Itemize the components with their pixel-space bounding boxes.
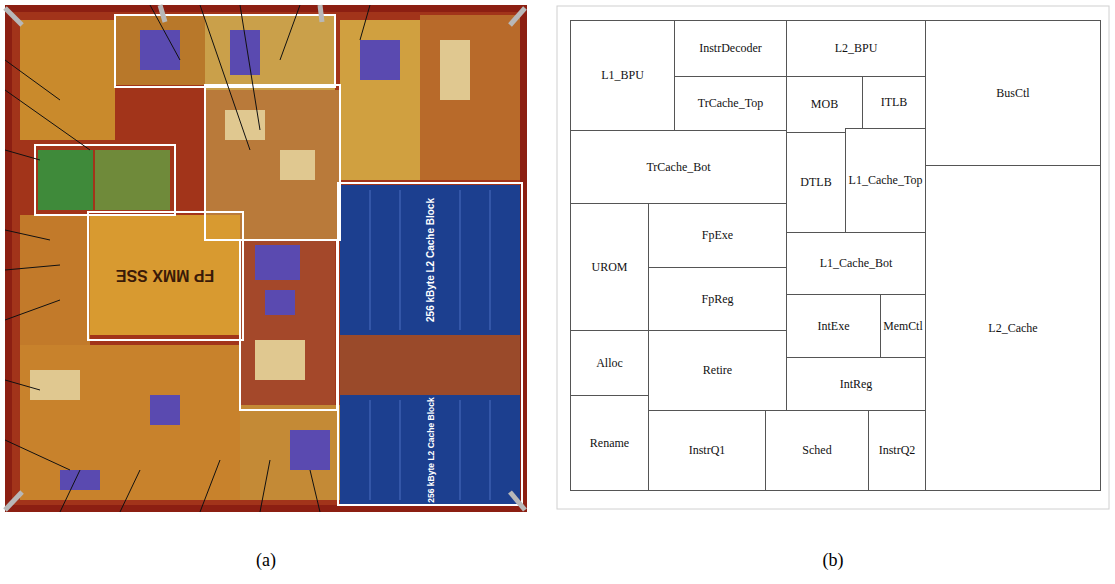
unit-name: 256 kByte L2 Cache Block (425, 397, 435, 502)
floorplan-block: L1_Cache_Top (845, 128, 926, 233)
unit-outlines (35, 15, 522, 505)
floorplan-block: InstrDecoder (674, 20, 787, 77)
l2-cache-block (340, 185, 520, 335)
floorplan-block: MOB (786, 76, 863, 133)
block-label: ITLB (881, 95, 908, 110)
floorplan-block: BusCtl (925, 20, 1101, 166)
floorplan-block: TrCache_Top (674, 76, 787, 131)
floorplan-block: FpExe (648, 203, 787, 268)
array (95, 150, 170, 210)
die-unit-label: 256 kByte L2 Cache Block (421, 398, 439, 503)
block-label: DTLB (800, 175, 831, 190)
block-label: MOB (811, 97, 838, 112)
block-label: FpExe (702, 228, 733, 243)
floorplan-block: L1_Cache_Bot (786, 232, 926, 295)
unit-name: 256 kByte L2 Cache Block (425, 198, 436, 322)
block-label: Alloc (596, 356, 623, 371)
block-label: Retire (703, 363, 732, 378)
floorplan-block: TrCache_Bot (570, 130, 787, 204)
die-unit-label: FP MMX SSE (110, 262, 220, 288)
floorplan-block: InstrQ1 (648, 410, 766, 491)
logic-area (20, 20, 115, 140)
block-label: L1_BPU (601, 68, 644, 83)
green-array (38, 150, 93, 210)
panel-label: (b) (813, 548, 853, 572)
logic-area (20, 345, 240, 500)
floorplan-block: IntExe (786, 294, 881, 358)
floorplan-block: InstrQ2 (868, 410, 926, 491)
floorplan-block: Retire (648, 330, 787, 411)
logic-area (240, 240, 335, 405)
floorplan-block: L2_Cache (925, 165, 1101, 491)
logic-area (205, 15, 335, 90)
die-unit-label: 256 kByte L2 Cache Block (421, 190, 439, 330)
block-label: IntExe (818, 319, 850, 334)
floorplan-block: Rename (570, 395, 649, 491)
block-label: FpReg (701, 292, 733, 307)
block-label: IntReg (840, 377, 873, 392)
fp-unit (90, 215, 240, 335)
floorplan-block: FpReg (648, 267, 787, 331)
floorplan-block: Sched (765, 410, 869, 491)
floorplan-block: L1_BPU (570, 20, 675, 131)
floorplan-block: L2_BPU (786, 20, 926, 77)
l2-control (340, 335, 520, 395)
block-label: L2_Cache (988, 321, 1037, 336)
panel-letter: (a) (256, 550, 276, 571)
die-ground (5, 5, 527, 512)
block-label: TrCache_Bot (646, 160, 710, 175)
floorplan-block: ITLB (862, 76, 926, 129)
logic-area (420, 15, 520, 180)
block-label: TrCache_Top (698, 96, 763, 111)
logic-area (240, 405, 340, 500)
block-label: UROM (591, 260, 627, 275)
leader-lines (5, 5, 370, 512)
l2-cache-block (340, 395, 520, 505)
logic-area (115, 15, 205, 85)
block-label: Rename (590, 436, 629, 451)
floorplan-block: IntReg (786, 357, 926, 411)
floorplan-block: Alloc (570, 330, 649, 396)
logic-area (340, 20, 420, 180)
die-core (12, 12, 520, 505)
block-label: L2_BPU (835, 41, 878, 56)
floorplan-block: UROM (570, 203, 649, 331)
panel-letter: (b) (823, 550, 844, 571)
highlights (30, 40, 470, 400)
floorplan-block: DTLB (786, 132, 846, 233)
block-label: L1_Cache_Bot (820, 256, 893, 271)
floorplan-block: MemCtl (880, 294, 926, 358)
block-label: BusCtl (996, 86, 1029, 101)
block-label: MemCtl (883, 319, 922, 334)
block-label: InstrDecoder (699, 41, 762, 56)
small-arrays (60, 30, 400, 490)
block-label: InstrQ2 (879, 443, 916, 458)
logic-area (20, 215, 90, 345)
block-label: InstrQ1 (689, 443, 726, 458)
panel-label: (a) (246, 548, 286, 572)
bond-wires (5, 5, 525, 510)
block-label: L1_Cache_Top (849, 173, 923, 188)
unit-name: FP MMX SSE (116, 266, 214, 284)
block-label: Sched (802, 443, 831, 458)
floorplan-frame (557, 6, 1109, 509)
